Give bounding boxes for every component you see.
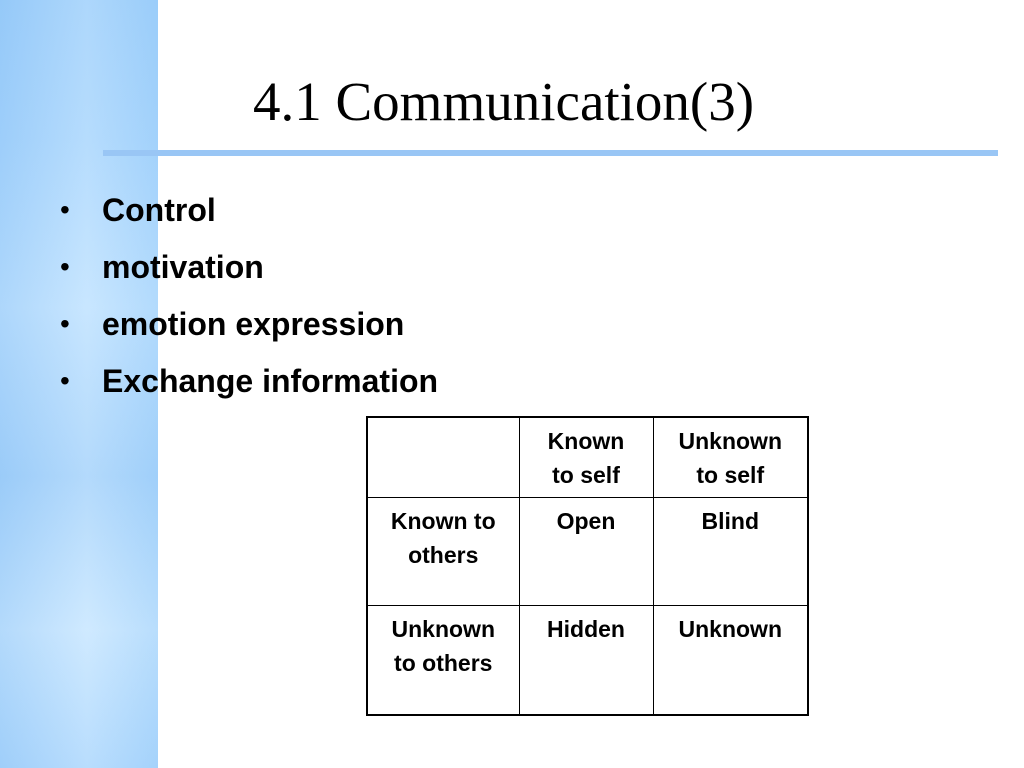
bullet-dot-icon: •: [60, 365, 70, 396]
bullet-dot-icon: •: [60, 251, 70, 282]
cell-open: Open: [518, 496, 654, 606]
cell-text: Unknown: [678, 615, 783, 642]
table-corner-cell: [366, 416, 520, 498]
row-header-line: Unknown: [391, 615, 496, 642]
cell-text: Blind: [701, 507, 760, 534]
bullet-text: Control: [102, 192, 216, 228]
table-row: Unknown to others Hidden Unknown: [366, 604, 809, 716]
column-header-known-to-self: Known to self: [518, 416, 654, 498]
column-header-unknown-to-self: Unknown to self: [652, 416, 809, 498]
bullet-item: • Control: [58, 190, 438, 247]
cell-blind: Blind: [652, 496, 809, 606]
bullet-text: emotion expression: [102, 306, 405, 342]
bullet-dot-icon: •: [60, 194, 70, 225]
title-underline: [103, 150, 998, 156]
table-header-row: Known to self Unknown to self: [366, 416, 809, 498]
cell-hidden: Hidden: [518, 604, 654, 716]
row-header-known-to-others: Known to others: [366, 496, 520, 606]
bullet-text: motivation: [102, 249, 264, 285]
row-header-line: to others: [394, 649, 493, 676]
bullet-item: • motivation: [58, 247, 438, 304]
bullet-item: • emotion expression: [58, 304, 438, 361]
row-header-line: Known to: [390, 507, 496, 534]
cell-unknown: Unknown: [652, 604, 809, 716]
header-line: to self: [696, 462, 765, 488]
table-row: Known to others Open Blind: [366, 496, 809, 606]
cell-text: Open: [556, 507, 616, 534]
decorative-side-band: [0, 0, 158, 768]
johari-window-table: Known to self Unknown to self Known to o…: [366, 416, 809, 716]
slide-title: 4.1 Communication(3): [253, 71, 755, 132]
bullet-item: • Exchange information: [58, 361, 438, 418]
bullet-dot-icon: •: [60, 308, 70, 339]
cell-text: Hidden: [547, 615, 625, 642]
header-line: Known: [547, 428, 625, 454]
bullet-list: • Control • motivation • emotion express…: [58, 190, 438, 418]
row-header-unknown-to-others: Unknown to others: [366, 604, 520, 716]
header-line: to self: [552, 462, 620, 488]
bullet-text: Exchange information: [102, 363, 439, 399]
row-header-line: others: [408, 541, 479, 568]
header-line: Unknown: [678, 428, 783, 454]
